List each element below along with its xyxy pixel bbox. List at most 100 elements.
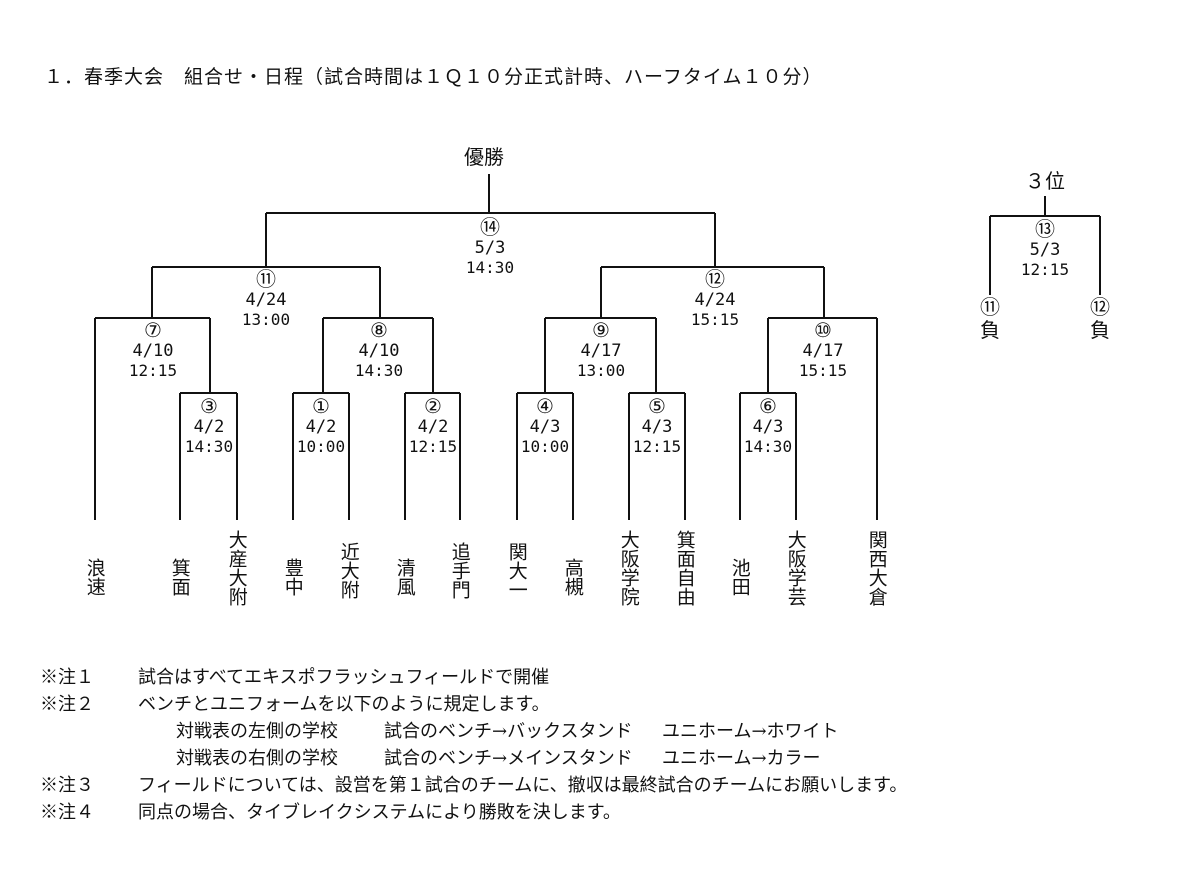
match-date: 4/3 (529, 417, 561, 437)
team-name: 箕面 (168, 558, 191, 596)
rule-side: 対戦表の右側の学校 (176, 748, 338, 769)
note-text: 同点の場合、タイブレイクシステムにより勝敗を決します。 (138, 802, 621, 823)
team-name: 追手門 (448, 542, 471, 599)
match-10: ⑩ 4/17 15:15 (798, 319, 848, 380)
third-place-label: ３位 (1025, 169, 1065, 193)
match-date: 4/3 (752, 417, 784, 437)
match-number: ② (424, 394, 442, 418)
match-time: 10:00 (520, 436, 570, 456)
match-date: 4/2 (305, 417, 337, 437)
match-time: 14:30 (743, 436, 793, 456)
note-key: ※注２ (40, 694, 94, 715)
match-time: 12:15 (632, 436, 682, 456)
match-date: 4/10 (358, 341, 400, 361)
match-14: ⑭ 5/3 14:30 (465, 216, 515, 277)
note-2-rule-left: 対戦表の左側の学校 試合のベンチ→バックスタンド ユニホーム→ホワイト (40, 718, 907, 745)
match-time: 13:00 (576, 360, 626, 380)
note-4: ※注４ 同点の場合、タイブレイクシステムにより勝敗を決します。 (40, 799, 907, 826)
match-8: ⑧ 4/10 14:30 (354, 319, 404, 380)
match-date: 5/3 (474, 238, 506, 258)
note-2-rule-right: 対戦表の右側の学校 試合のベンチ→メインスタンド ユニホーム→カラー (40, 745, 907, 772)
match-date: 4/17 (802, 341, 844, 361)
champion-label: 優勝 (464, 145, 504, 169)
note-text: フィールドについては、設営を第１試合のチームに、撤収は最終試合のチームにお願いし… (138, 775, 908, 796)
match-13: ⑬ 5/3 12:15 (1020, 218, 1070, 279)
match-number: ③ (200, 394, 218, 418)
feeder-match-number: ⑪ (980, 295, 1000, 319)
team-name: 浪速 (83, 558, 106, 596)
match-number: ⑬ (1035, 217, 1055, 241)
match-number: ⑥ (759, 394, 777, 418)
note-text: ベンチとユニフォームを以下のように規定します。 (138, 694, 550, 715)
match-time: 12:15 (1020, 259, 1070, 279)
match-number: ⑨ (592, 318, 610, 342)
match-number: ⑪ (256, 267, 276, 291)
team-name: 池田 (728, 558, 751, 596)
match-date: 4/17 (580, 341, 622, 361)
match-date: 4/24 (245, 290, 287, 310)
note-key: ※注１ (40, 667, 94, 688)
match-11: ⑪ 4/24 13:00 (241, 268, 291, 329)
match-1: ① 4/2 10:00 (296, 395, 346, 456)
third-place-feeder-right: ⑫ 負 (1086, 296, 1114, 342)
match-date: 5/3 (1029, 240, 1061, 260)
match-date: 4/2 (193, 417, 225, 437)
note-key: ※注４ (40, 802, 94, 823)
match-time: 14:30 (465, 257, 515, 277)
rule-uniform: ユニホーム→カラー (662, 748, 821, 769)
match-time: 14:30 (354, 360, 404, 380)
third-place-feeder-left: ⑪ 負 (976, 296, 1004, 342)
match-time: 10:00 (296, 436, 346, 456)
match-time: 12:15 (408, 436, 458, 456)
rule-side: 対戦表の左側の学校 (176, 721, 338, 742)
match-time: 15:15 (798, 360, 848, 380)
match-7: ⑦ 4/10 12:15 (128, 319, 178, 380)
team-name: 関西大倉 (865, 530, 888, 606)
match-date: 4/24 (694, 290, 736, 310)
team-name: 豊中 (281, 558, 304, 596)
loser-label: 負 (980, 318, 1000, 342)
match-number: ⑧ (370, 318, 388, 342)
match-4: ④ 4/3 10:00 (520, 395, 570, 456)
match-number: ⑤ (648, 394, 666, 418)
team-name: 近大附 (337, 542, 360, 599)
match-number: ⑫ (705, 267, 725, 291)
team-name: 大阪学院 (617, 530, 640, 606)
note-1: ※注１ 試合はすべてエキスポフラッシュフィールドで開催 (40, 664, 907, 691)
note-2: ※注２ ベンチとユニフォームを以下のように規定します。 (40, 691, 907, 718)
team-name: 清風 (393, 558, 416, 596)
rule-uniform: ユニホーム→ホワイト (662, 721, 839, 742)
match-time: 12:15 (128, 360, 178, 380)
loser-label: 負 (1090, 318, 1110, 342)
match-12: ⑫ 4/24 15:15 (690, 268, 740, 329)
rule-bench: 試合のベンチ→バックスタンド (384, 721, 633, 742)
feeder-match-number: ⑫ (1090, 295, 1110, 319)
match-date: 4/2 (417, 417, 449, 437)
note-text: 試合はすべてエキスポフラッシュフィールドで開催 (138, 667, 550, 688)
team-name: 大阪学芸 (784, 530, 807, 606)
team-name: 関大一 (505, 542, 528, 599)
match-time: 15:15 (690, 309, 740, 329)
match-5: ⑤ 4/3 12:15 (632, 395, 682, 456)
match-time: 13:00 (241, 309, 291, 329)
match-9: ⑨ 4/17 13:00 (576, 319, 626, 380)
match-6: ⑥ 4/3 14:30 (743, 395, 793, 456)
rule-bench: 試合のベンチ→メインスタンド (384, 748, 633, 769)
match-number: ⑩ (814, 318, 832, 342)
match-2: ② 4/2 12:15 (408, 395, 458, 456)
team-name: 高槻 (561, 558, 584, 596)
team-name: 大産大附 (225, 530, 248, 606)
match-time: 14:30 (184, 436, 234, 456)
match-number: ④ (536, 394, 554, 418)
match-number: ① (312, 394, 330, 418)
note-key: ※注３ (40, 775, 94, 796)
match-3: ③ 4/2 14:30 (184, 395, 234, 456)
notes: ※注１ 試合はすべてエキスポフラッシュフィールドで開催 ※注２ ベンチとユニフォーム… (40, 664, 907, 826)
match-date: 4/3 (641, 417, 673, 437)
page-title: １．春季大会 組合せ・日程（試合時間は１Ｑ１０分正式計時、ハーフタイム１０分） (44, 66, 823, 88)
match-number: ⑦ (144, 318, 162, 342)
match-date: 4/10 (132, 341, 174, 361)
team-name: 箕面自由 (673, 530, 696, 606)
